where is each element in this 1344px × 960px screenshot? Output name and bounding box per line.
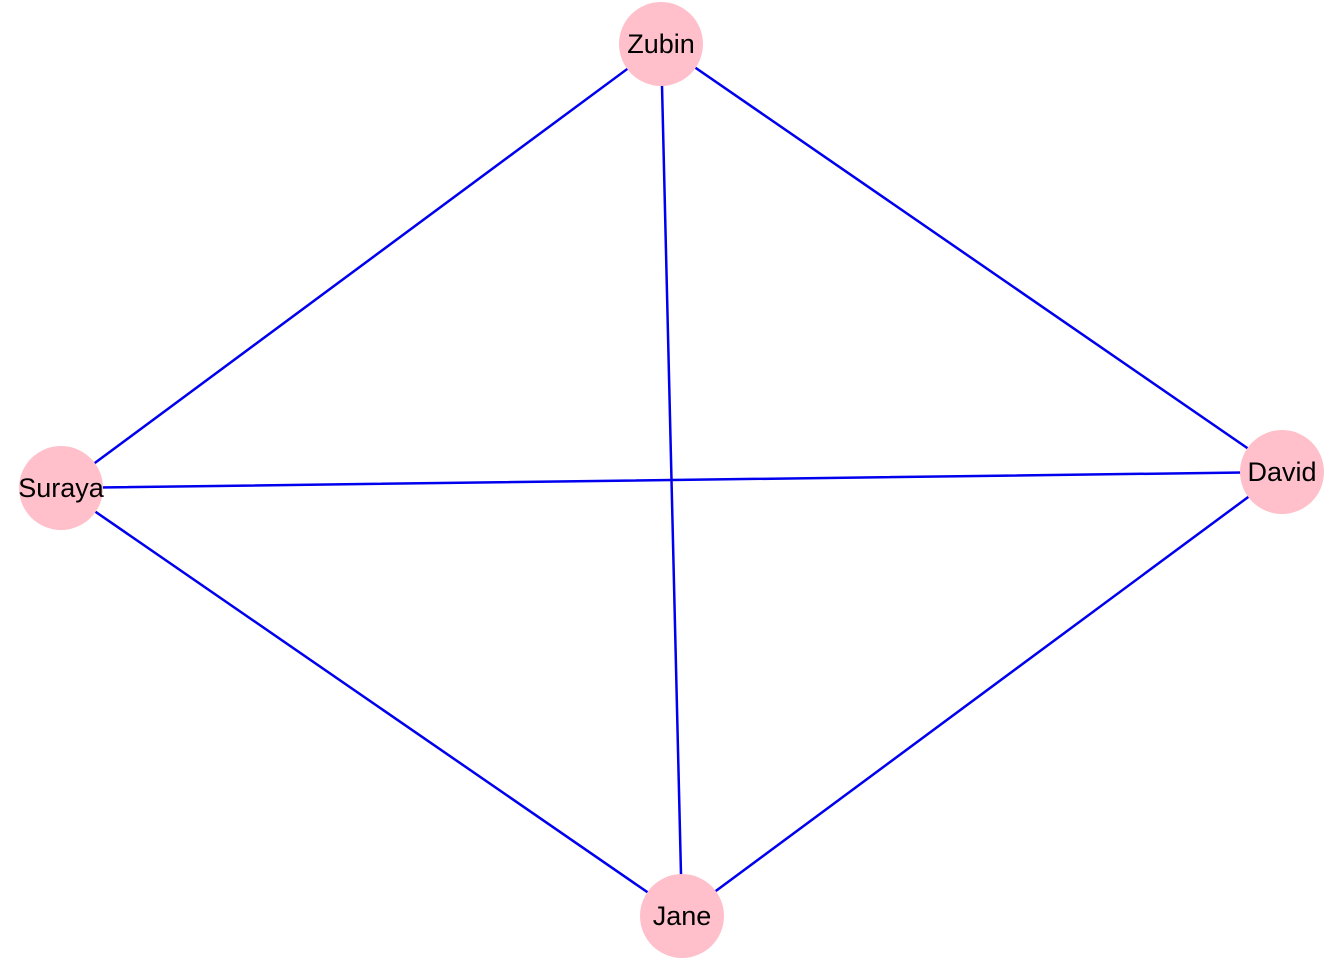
- nodes-layer: Zubin Suraya David Jane: [18, 2, 1324, 958]
- edge-zubin-david: [659, 42, 1284, 474]
- node-suraya-circle: [19, 446, 103, 530]
- node-zubin[interactable]: Zubin: [619, 2, 703, 86]
- node-david-circle: [1240, 430, 1324, 514]
- node-jane[interactable]: Jane: [640, 874, 724, 958]
- node-zubin-circle: [619, 2, 703, 86]
- node-david-label: David: [1247, 457, 1316, 487]
- edges-layer: [59, 42, 1284, 918]
- edge-zubin-suraya: [59, 42, 663, 490]
- node-david[interactable]: David: [1240, 430, 1324, 514]
- node-jane-circle: [640, 874, 724, 958]
- edge-david-jane: [680, 470, 1284, 918]
- edge-suraya-david: [59, 470, 1284, 490]
- node-suraya-label: Suraya: [18, 473, 105, 503]
- node-jane-label: Jane: [653, 901, 712, 931]
- edge-suraya-jane: [59, 486, 684, 918]
- node-suraya[interactable]: Suraya: [18, 446, 105, 530]
- node-zubin-label: Zubin: [627, 29, 695, 59]
